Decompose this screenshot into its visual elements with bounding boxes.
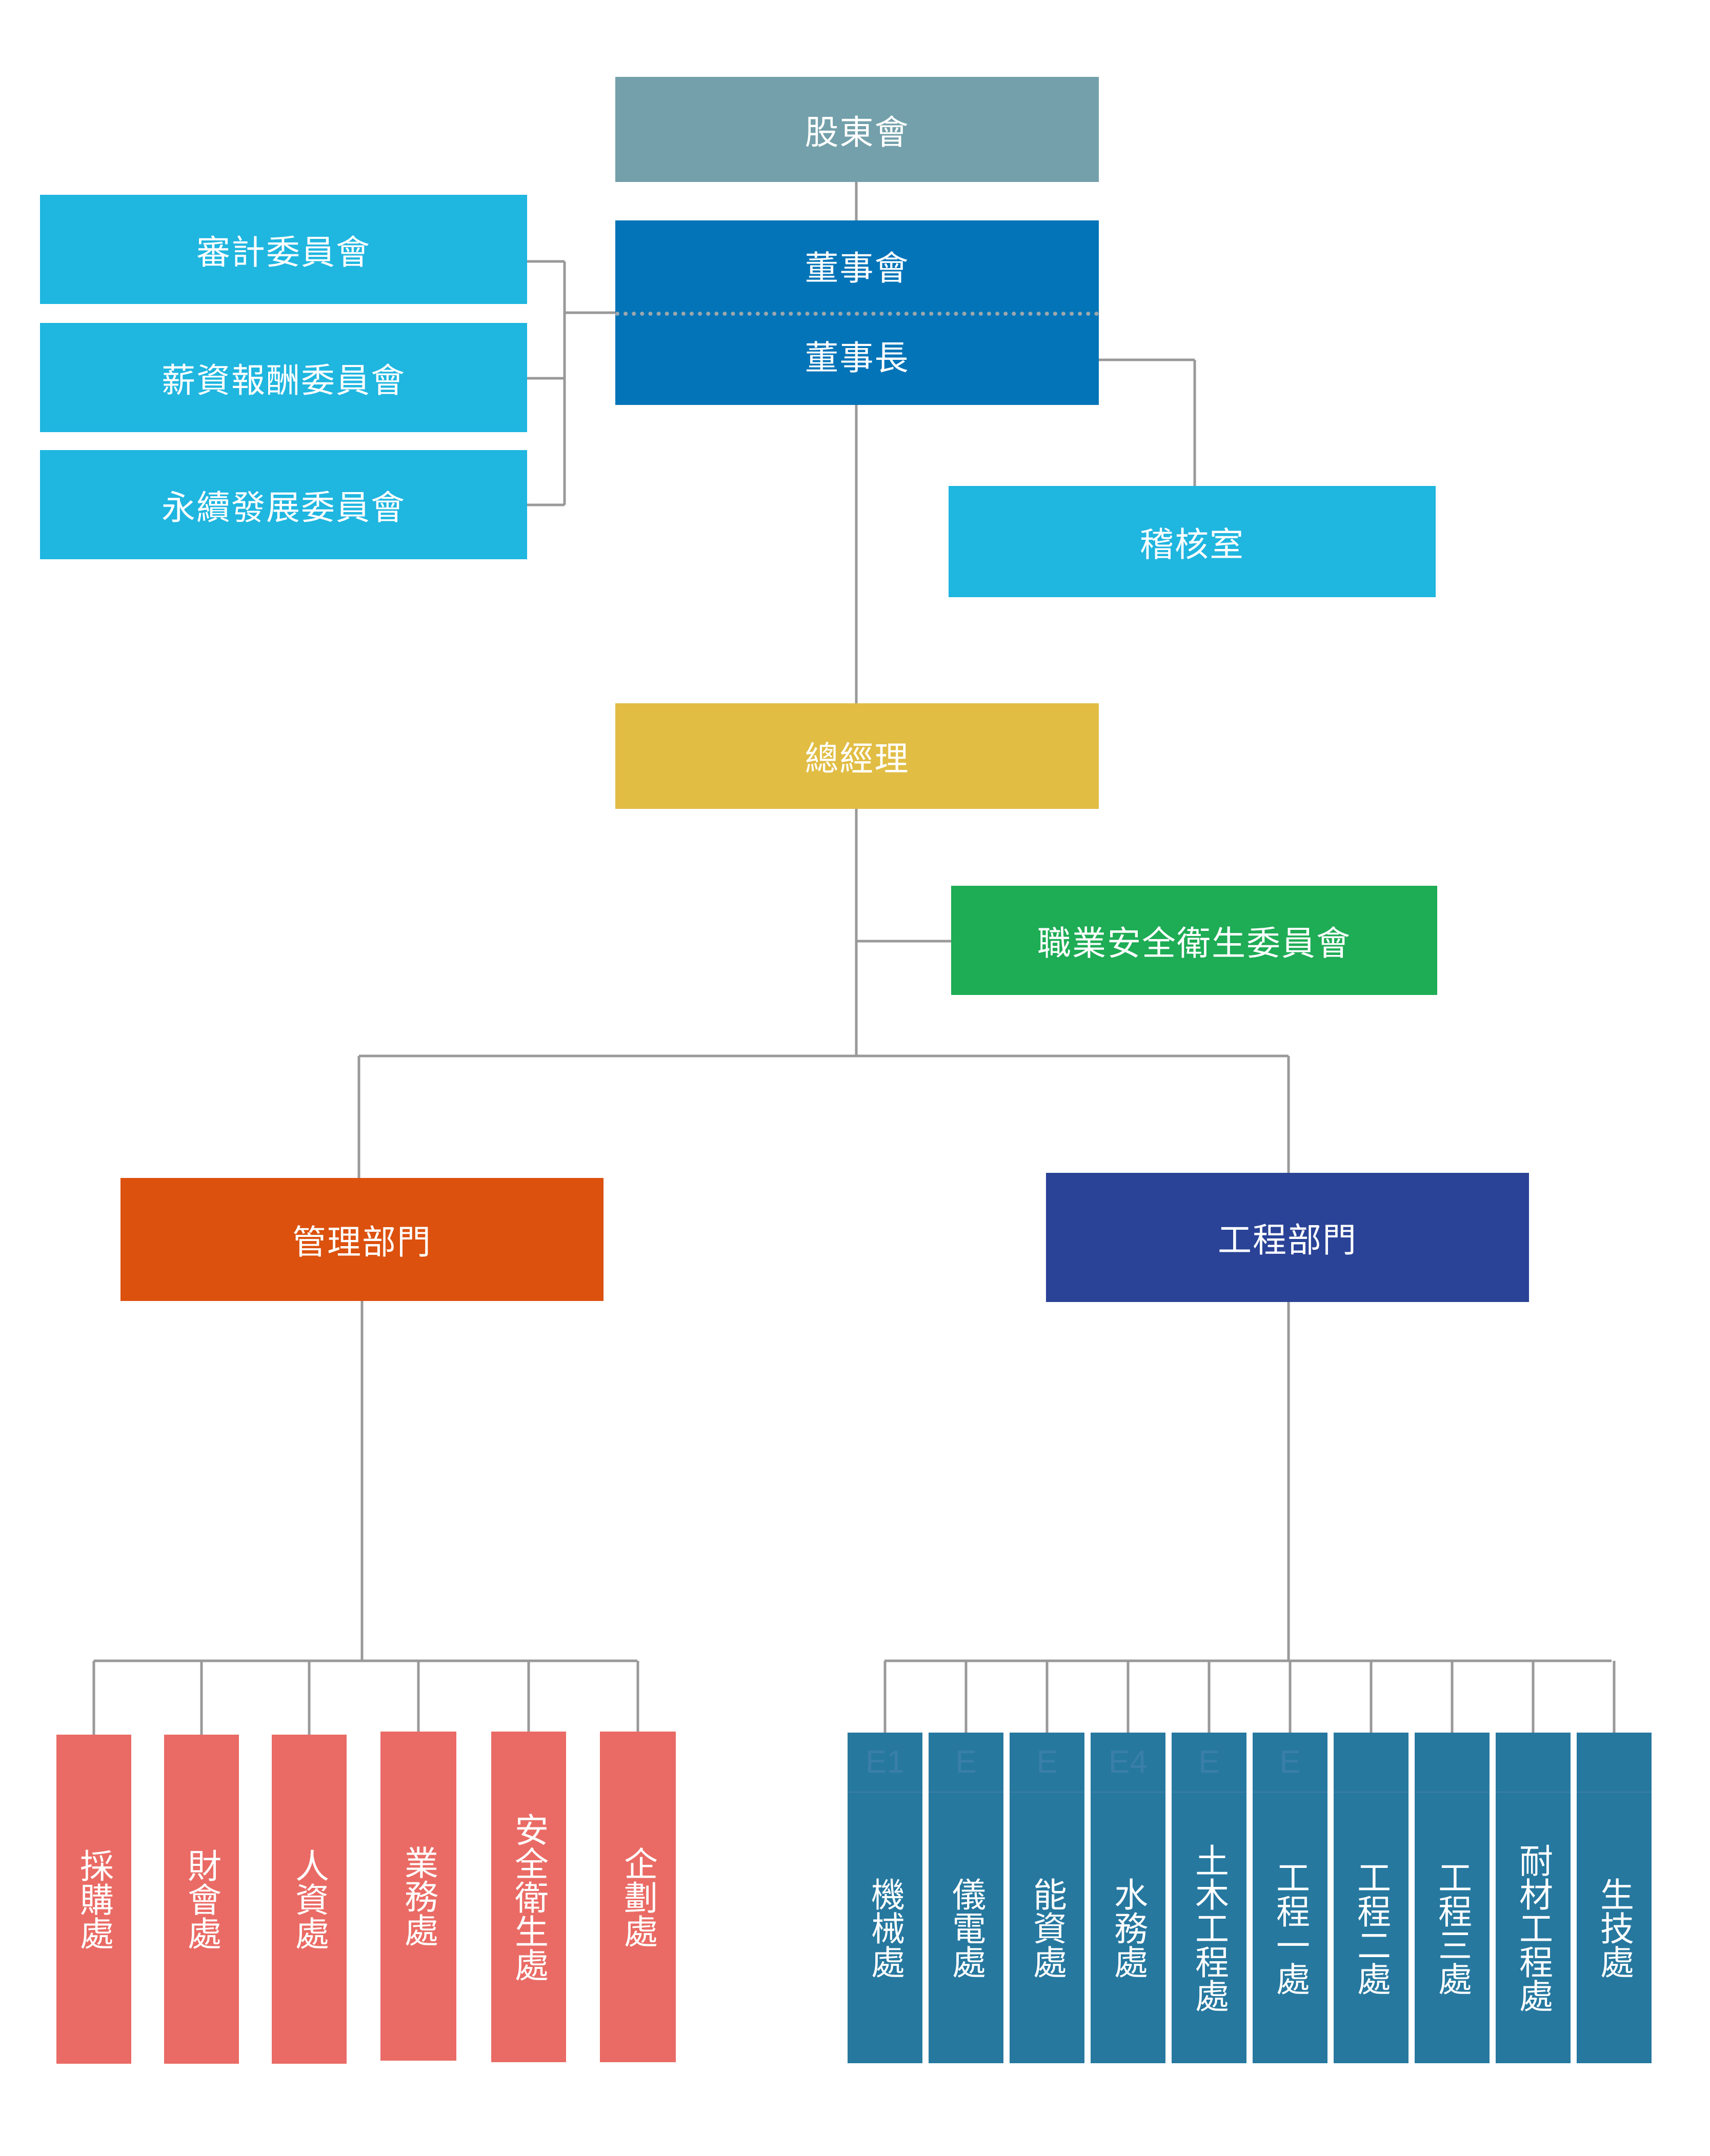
general-manager-box: 總經理	[615, 703, 1099, 809]
compensation-committee-box: 薪資報酬委員會	[40, 323, 527, 432]
mgmt-unit-label: 人資處	[290, 1848, 329, 1950]
audit-committee-label: 審計委員會	[196, 232, 371, 272]
safety-committee-label: 職業安全衛生委員會	[1037, 923, 1351, 963]
eng-unit-code: E	[1010, 1733, 1084, 1793]
mgmt-unit-label: 採購處	[74, 1848, 114, 1950]
board-label: 董事會	[804, 249, 910, 288]
eng-unit-box: 耐材工程處	[1496, 1733, 1571, 2063]
sustainability-committee-label: 永續發展委員會	[162, 487, 406, 527]
mgmt-unit-box: 企劃處	[600, 1732, 676, 2062]
eng-unit-box: 工程二處	[1334, 1733, 1409, 2063]
eng-unit-box: 工程三處	[1415, 1733, 1490, 2063]
eng-unit-box: E 儀電處	[929, 1733, 1003, 2063]
mgmt-unit-box: 業務處	[380, 1732, 456, 2061]
chairman-label: 董事長	[804, 338, 910, 378]
management-dept-label: 管理部門	[292, 1223, 432, 1262]
eng-unit-box: E 能資處	[1010, 1733, 1084, 2063]
eng-unit-label: 機械處	[866, 1877, 905, 1979]
shareholders-label: 股東會	[804, 112, 910, 152]
mgmt-unit-label: 財會處	[182, 1848, 222, 1950]
eng-unit-box: E 土木工程處	[1172, 1733, 1246, 2063]
eng-unit-box: E4 水務處	[1091, 1733, 1165, 2063]
eng-unit-label: 耐材工程處	[1514, 1843, 1553, 2012]
eng-unit-label: 生技處	[1595, 1877, 1634, 1979]
eng-unit-label: 水務處	[1109, 1877, 1148, 1979]
sustainability-committee-box: 永續發展委員會	[40, 450, 527, 559]
eng-unit-code: E1	[848, 1733, 922, 1793]
audit-office-label: 稽核室	[1140, 524, 1244, 564]
eng-unit-code: E	[1172, 1733, 1246, 1793]
eng-unit-label: 工程二處	[1352, 1860, 1391, 1996]
compensation-committee-label: 薪資報酬委員會	[162, 360, 406, 400]
eng-unit-box: E 工程一處	[1253, 1733, 1327, 2063]
mgmt-unit-label: 業務處	[399, 1845, 438, 1947]
shareholders-box: 股東會	[615, 77, 1099, 182]
eng-unit-label: 土木工程處	[1190, 1843, 1229, 2012]
eng-unit-label: 工程三處	[1433, 1860, 1472, 1996]
general-manager-label: 總經理	[804, 739, 910, 779]
eng-unit-label: 儀電處	[947, 1877, 986, 1979]
management-dept-box: 管理部門	[120, 1178, 603, 1301]
board-chairman-divider	[615, 312, 1099, 316]
eng-unit-code: E4	[1091, 1733, 1165, 1793]
eng-unit-label: 能資處	[1028, 1877, 1067, 1979]
mgmt-unit-box: 安全衛生處	[491, 1732, 566, 2062]
safety-committee-box: 職業安全衛生委員會	[951, 886, 1437, 995]
mgmt-unit-label: 安全衛生處	[509, 1812, 549, 1982]
eng-unit-code: E	[1253, 1733, 1327, 1793]
audit-committee-box: 審計委員會	[40, 195, 527, 304]
engineering-dept-label: 工程部門	[1218, 1221, 1357, 1260]
mgmt-unit-box: 財會處	[164, 1735, 239, 2064]
eng-unit-label: 工程一處	[1271, 1860, 1310, 1996]
engineering-dept-box: 工程部門	[1046, 1173, 1529, 1302]
eng-unit-code	[1415, 1733, 1490, 1793]
eng-unit-code: E	[929, 1733, 1003, 1793]
eng-unit-box: 生技處	[1577, 1733, 1652, 2063]
audit-office-box: 稽核室	[949, 486, 1436, 597]
eng-unit-code	[1577, 1733, 1652, 1793]
eng-unit-code	[1334, 1733, 1409, 1793]
mgmt-unit-box: 採購處	[56, 1735, 131, 2064]
eng-unit-code	[1496, 1733, 1571, 1793]
mgmt-unit-box: 人資處	[272, 1735, 347, 2064]
eng-unit-box: E1 機械處	[848, 1733, 922, 2063]
mgmt-unit-label: 企劃處	[618, 1846, 658, 1948]
